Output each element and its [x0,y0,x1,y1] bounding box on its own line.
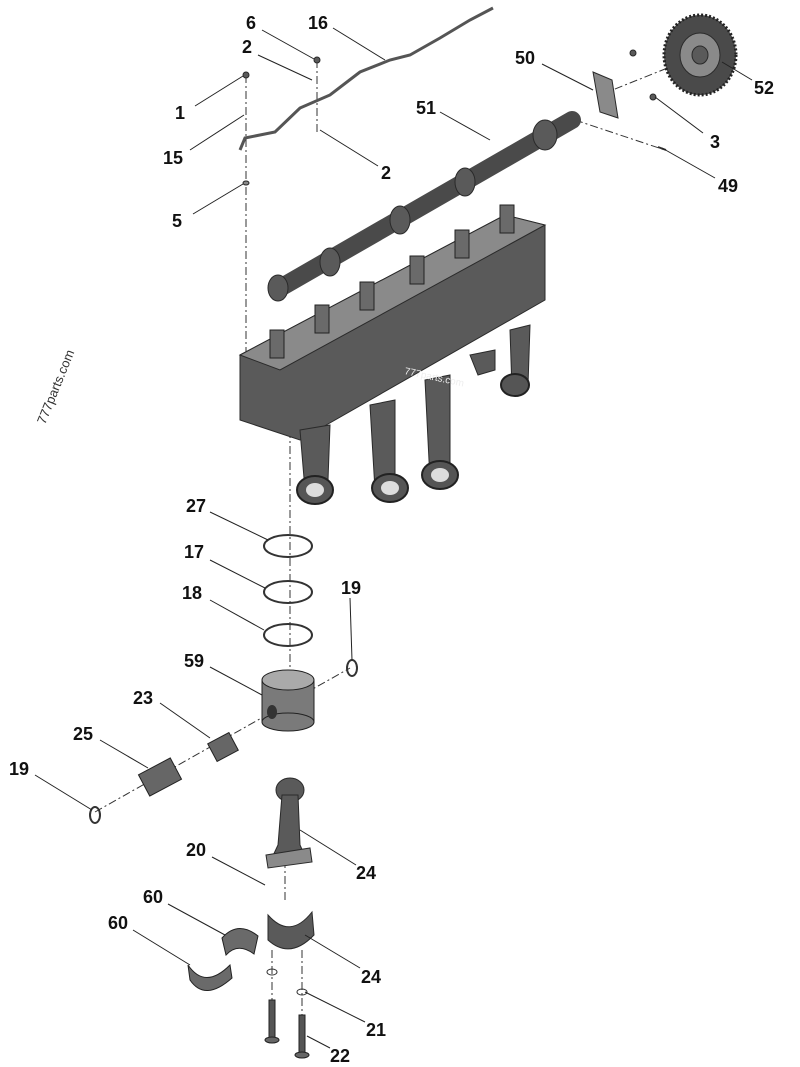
callout-2-right[interactable]: 2 [381,163,391,183]
cap-bolts [264,968,310,1059]
callout-49[interactable]: 49 [718,176,738,196]
callout-5[interactable]: 5 [172,211,182,231]
piston-ring-17 [263,580,313,604]
callout-59[interactable]: 59 [184,651,204,671]
callout-15[interactable]: 15 [163,148,183,168]
bearing-shell-lower [187,963,233,991]
callout-2-top[interactable]: 2 [242,37,252,57]
callout-19-right[interactable]: 19 [341,578,361,598]
bearing-shell-upper [221,928,259,957]
camshaft [267,111,581,302]
callout-24-upper[interactable]: 24 [356,863,376,883]
piston-pin [137,757,183,797]
assembly-centerlines [94,54,701,1015]
callout-27[interactable]: 27 [186,496,206,516]
callout-60-upper[interactable]: 60 [143,887,163,907]
callout-60-lower[interactable]: 60 [108,913,128,933]
bolt-3b [649,93,657,101]
watermark-side: 777parts.com [34,347,77,426]
retaining-ring-right [346,659,358,677]
callout-19-left[interactable]: 19 [9,759,29,779]
callout-51[interactable]: 51 [416,98,436,118]
cylinder-head-assembly [238,204,547,505]
connecting-rod [265,777,313,869]
callout-3[interactable]: 3 [710,132,720,152]
piston-ring-18 [263,623,313,647]
leader-lines [34,27,753,1049]
piston-ring-27 [263,534,313,558]
callout-25[interactable]: 25 [73,724,93,744]
callout-17[interactable]: 17 [184,542,204,562]
callout-22[interactable]: 22 [330,1046,350,1066]
camshaft-gear [662,13,738,97]
callout-6[interactable]: 6 [246,13,256,33]
bolt-3a [629,49,637,57]
callout-18[interactable]: 18 [182,583,202,603]
fuel-line [238,6,494,151]
callout-20[interactable]: 20 [186,840,206,860]
callout-50[interactable]: 50 [515,48,535,68]
bolt-1 [242,71,250,79]
retaining-ring-left [89,806,101,824]
thrust-plate [592,71,619,119]
callout-1[interactable]: 1 [175,103,185,123]
screw-6 [313,56,321,64]
callout-23[interactable]: 23 [133,688,153,708]
piston-pin-bushing [207,731,239,763]
connecting-rod-cap [267,910,315,950]
callout-52[interactable]: 52 [754,78,774,98]
callout-16[interactable]: 16 [308,13,328,33]
piston [261,669,315,732]
callout-24-lower[interactable]: 24 [361,967,381,987]
washer-5 [242,180,250,186]
callout-21[interactable]: 21 [366,1020,386,1040]
